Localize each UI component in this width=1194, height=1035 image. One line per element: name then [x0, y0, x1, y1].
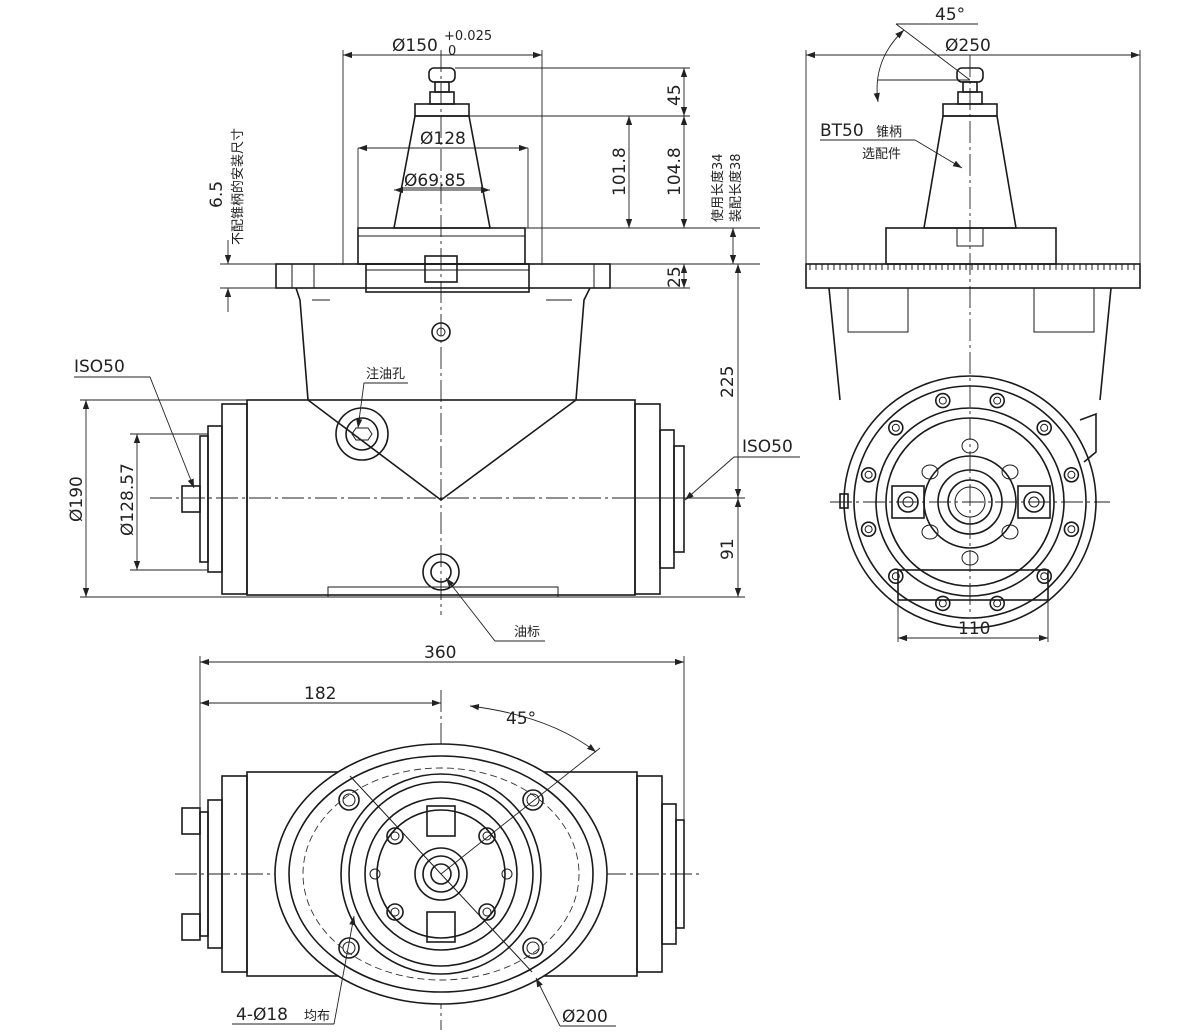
gearbox-housing [181, 287, 685, 598]
label-bt50: BT50 [820, 121, 864, 141]
dim-25: 25 [665, 266, 685, 288]
dim-d69-85: Ø69.85 [404, 171, 466, 191]
dim-104-8: 104.8 [665, 147, 685, 196]
pin-hole [921, 464, 939, 480]
side-flange [805, 263, 1141, 289]
label-oil-mark: 油标 [514, 625, 540, 640]
bolt-icon [989, 595, 1006, 612]
inner-hole-icon [478, 827, 496, 845]
dim-360: 360 [424, 643, 456, 663]
bolt-icon [887, 419, 904, 436]
dim-182: 182 [304, 684, 336, 704]
bolt-icon [934, 595, 951, 612]
bolt-icon [860, 466, 877, 483]
pin-hole [1001, 464, 1019, 480]
label-iso50-left: ISO50 [74, 357, 125, 377]
mounting-hole-icon [522, 937, 544, 959]
dim-101-8: 101.8 [610, 147, 630, 196]
dim-d128-57: Ø128.57 [118, 463, 138, 536]
front-view: Ø150 +0.025 0 Ø128 Ø69.85 45 101.8 104.8… [67, 29, 800, 642]
dim-45deg-bottom: 45° [506, 709, 536, 729]
dim-225: 225 [718, 366, 738, 398]
front-dimensions: Ø150 +0.025 0 Ø128 Ø69.85 45 101.8 104.8… [67, 29, 800, 642]
bolt-icon [989, 392, 1006, 409]
bottom-inner-holes [369, 827, 513, 921]
side-bolt-circle [860, 392, 1080, 612]
inner-hole-icon [478, 903, 496, 921]
dim-91: 91 [718, 538, 738, 560]
dim-110: 110 [958, 619, 990, 639]
label-bt50-cn: 锥柄 [876, 125, 902, 140]
side-dimensions: Ø250 45° BT50 锥柄 选配件 110 [805, 5, 1141, 642]
bottom-view: 360 182 45° 4-Ø18 均布 Ø200 [175, 643, 700, 1030]
side-tool-holder [885, 67, 1057, 265]
label-holes: 4-Ø18 [236, 1005, 288, 1025]
side-pin-holes [921, 438, 1019, 566]
dim-6-5: 6.5 [207, 181, 227, 208]
dim-d150-tol-upper: +0.025 [444, 29, 492, 44]
label-iso50-right: ISO50 [742, 437, 793, 457]
dim-45deg-side: 45° [935, 5, 965, 25]
inner-hole-icon [386, 827, 404, 845]
pin-hole [961, 550, 979, 566]
note-unmatched: 不配锥柄的安装尺寸 [230, 128, 246, 245]
bottom-dimensions: 360 182 45° 4-Ø18 均布 Ø200 [199, 643, 685, 1027]
side-housing [828, 287, 1112, 629]
dim-d150: Ø150 [392, 36, 438, 56]
dim-d200: Ø200 [562, 1007, 608, 1027]
label-holes-cn: 均布 [304, 1009, 330, 1024]
pin-hole [921, 524, 939, 540]
dim-45: 45 [665, 84, 685, 106]
bolt-icon [934, 392, 951, 409]
dim-d250: Ø250 [945, 36, 991, 56]
dim-d128: Ø128 [420, 129, 466, 149]
bolt-icon [1063, 466, 1080, 483]
bolt-icon [887, 568, 904, 585]
side-view: Ø250 45° BT50 锥柄 选配件 110 [805, 5, 1141, 642]
bolt-icon [1036, 568, 1052, 585]
mounting-flange [275, 227, 611, 293]
bolt-icon [860, 521, 877, 538]
mounting-hole-icon [338, 789, 360, 811]
label-oil-fill: 注油孔 [366, 367, 405, 382]
pin-hole [369, 868, 381, 880]
inner-hole-icon [386, 903, 404, 921]
dim-d150-tol-lower: 0 [448, 44, 456, 59]
label-optional: 选配件 [862, 147, 901, 162]
mounting-hole-icon [522, 789, 544, 811]
bolt-icon [1036, 419, 1052, 436]
note-fit-length: 装配长度38 [728, 153, 744, 222]
pin-hole [961, 438, 979, 454]
note-use-length: 使用长度34 [710, 153, 726, 222]
bolt-icon [1063, 521, 1080, 538]
pin-hole [501, 868, 513, 880]
pin-hole [1001, 524, 1019, 540]
dim-d190: Ø190 [67, 476, 87, 522]
